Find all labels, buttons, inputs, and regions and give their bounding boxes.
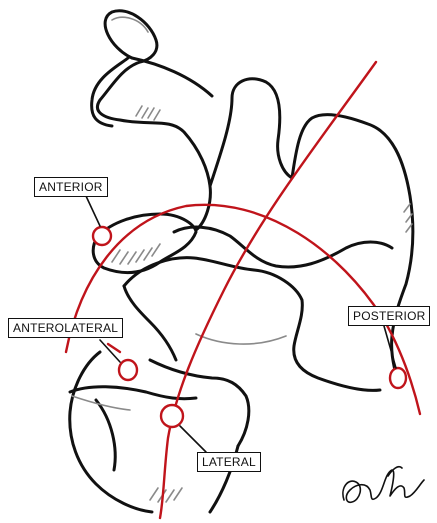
acromion-outline	[210, 79, 413, 376]
artist-signature	[343, 467, 424, 503]
shading-mid-hatch	[136, 106, 160, 120]
glenoid-body	[124, 258, 380, 391]
anterior-label: ANTERIOR	[34, 177, 108, 197]
shading-lower-hatch	[150, 488, 182, 502]
lateral-label: LATERAL	[197, 452, 261, 472]
anterolateral-portal-marker	[119, 360, 137, 380]
anterolateral-label: ANTEROLATERAL	[8, 318, 123, 338]
posterior-label: POSTERIOR	[348, 306, 430, 326]
lateral-portal-marker	[161, 405, 183, 427]
anterior-portal-marker	[93, 227, 111, 245]
anterior-leader	[86, 196, 100, 226]
glenoid-left-edge	[124, 286, 176, 360]
coracoid-lower-edge	[92, 58, 128, 126]
posterior-portal-marker	[390, 368, 406, 388]
portal-lines	[66, 62, 420, 518]
lateral-trajectory-line	[160, 62, 376, 518]
shading	[72, 17, 412, 502]
lateral-leader	[180, 426, 206, 452]
humeral-upper-edge	[150, 360, 249, 446]
shading-ledge-hatch	[112, 244, 160, 264]
shading-glenoid-rim	[196, 334, 286, 344]
upper-left-arc	[132, 58, 212, 96]
lower-left-contour	[96, 400, 115, 470]
